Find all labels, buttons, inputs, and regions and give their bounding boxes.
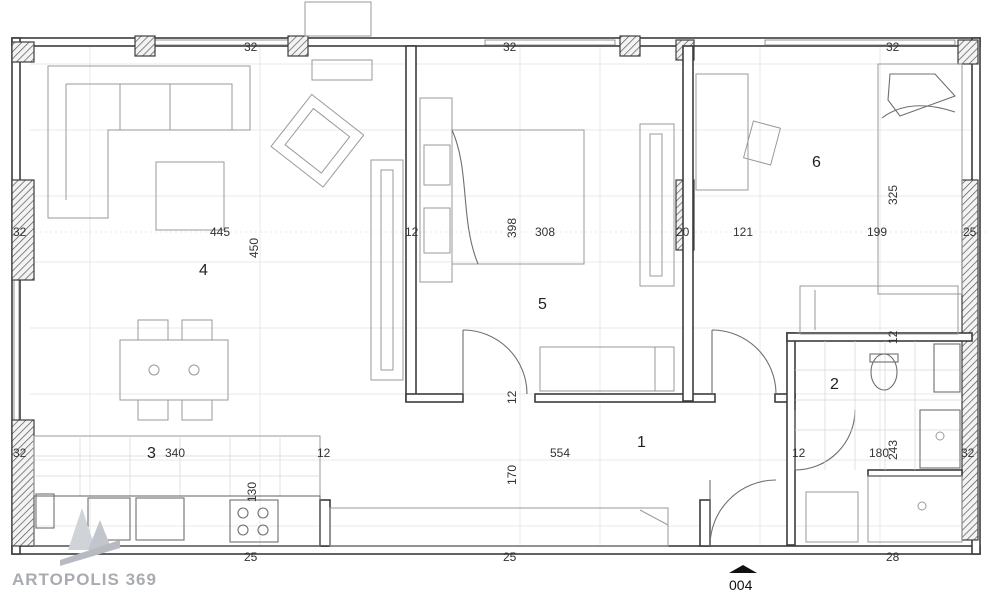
dim-bath-depth: 243 <box>886 440 900 460</box>
room-4-label: 4 <box>199 262 208 279</box>
dimension-labels: 32 32 32 32 32 25 32 445 12 308 20 121 1… <box>13 40 977 564</box>
room-1-label: 1 <box>637 434 646 451</box>
room-3-label: 3 <box>147 445 156 462</box>
dim-bath-top-wall: 12 <box>886 330 900 344</box>
kitchen <box>33 435 669 547</box>
interior-walls <box>319 45 973 547</box>
dim-hall-depth: 170 <box>505 465 519 485</box>
background-grid <box>10 40 990 550</box>
dim-room6-width-b: 199 <box>867 225 887 239</box>
bathroom <box>795 341 963 543</box>
dim-bottom-left: 25 <box>244 550 258 564</box>
room-labels: 1 2 3 4 5 6 <box>147 154 839 462</box>
room-2-label: 2 <box>830 376 839 393</box>
dim-bottom-mid: 25 <box>503 550 517 564</box>
dim-kitchen-depth: 130 <box>245 482 259 502</box>
logo: ARTOPOLIS 369 <box>12 508 157 589</box>
living-furniture <box>47 1 404 421</box>
dim-right-upper: 25 <box>963 225 977 239</box>
logo-text: ARTOPOLIS 369 <box>12 570 157 589</box>
dim-living-width: 445 <box>210 225 230 239</box>
dim-bed-bottom-wall: 12 <box>505 390 519 404</box>
dim-top-right: 32 <box>886 40 900 54</box>
dim-partition-living-bed: 12 <box>405 225 419 239</box>
dim-partition-bed-room6: 20 <box>676 225 690 239</box>
dim-bottom-right: 28 <box>886 550 900 564</box>
dim-bedroom-depth: 398 <box>505 218 519 238</box>
bedroom-furniture <box>419 97 675 392</box>
dim-bedroom-width: 308 <box>535 225 555 239</box>
dim-hall-width: 554 <box>550 446 570 460</box>
dim-room6-width-a: 121 <box>733 225 753 239</box>
doors <box>462 329 856 573</box>
dim-bath-width: 180 <box>869 446 889 460</box>
dim-left-lower: 32 <box>13 446 27 460</box>
entrance-code: 004 <box>729 577 753 593</box>
dim-room6-depth: 325 <box>886 185 900 205</box>
dim-top-left: 32 <box>244 40 258 54</box>
dim-top-mid: 32 <box>503 40 517 54</box>
dim-kitchen-partition: 12 <box>317 446 331 460</box>
dim-living-depth: 450 <box>247 238 261 258</box>
dim-left-upper: 32 <box>13 225 27 239</box>
room-6-label: 6 <box>812 154 821 171</box>
room6-furniture <box>695 63 963 335</box>
dim-kitchen-label: 340 <box>165 446 185 460</box>
dim-hall-partition: 12 <box>792 446 806 460</box>
room-5-label: 5 <box>538 296 547 313</box>
dim-right-lower: 32 <box>961 446 975 460</box>
